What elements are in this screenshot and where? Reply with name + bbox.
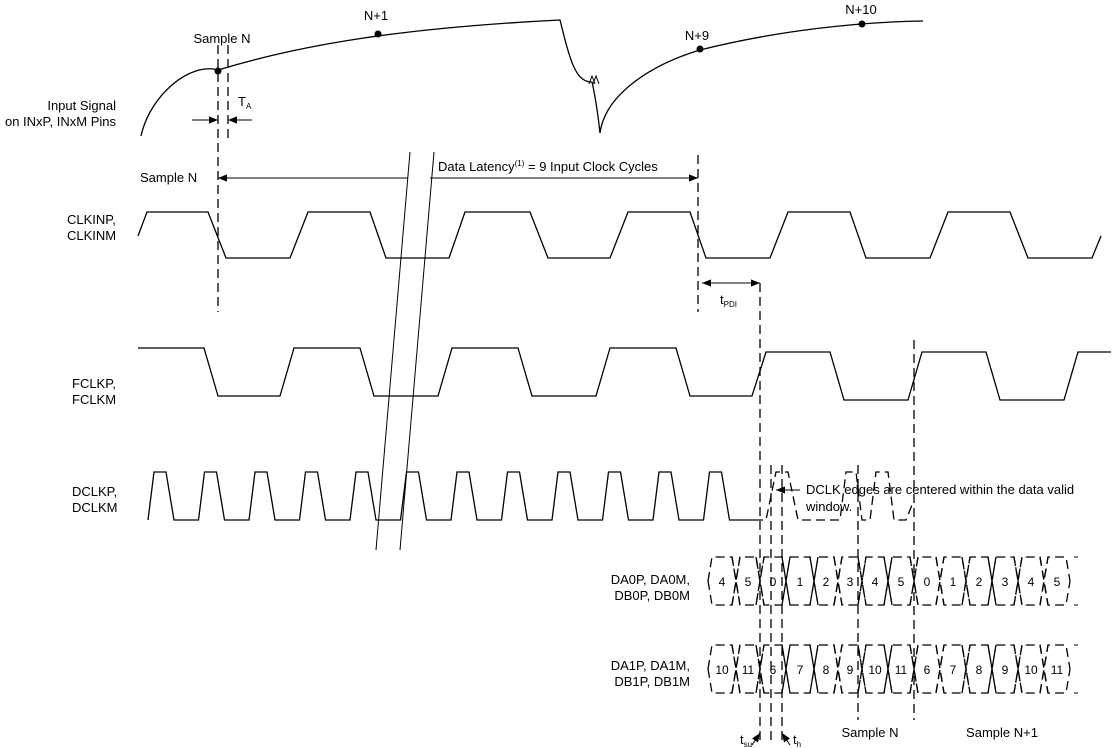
data1-cell: 11 — [895, 663, 908, 677]
data0-cell: 1 — [797, 575, 804, 589]
ta-label: TA — [238, 94, 252, 111]
sample-n10-point — [858, 20, 866, 28]
input-signal-label-2: on INxP, INxM Pins — [5, 114, 117, 129]
n-plus-9-label: N+9 — [685, 28, 709, 43]
data1-cell: 10 — [715, 663, 729, 677]
sample-n9-point — [696, 45, 704, 53]
data1-cell: 11 — [1051, 663, 1064, 677]
latency-label: Data Latency(1) = 9 Input Clock Cycles — [438, 159, 658, 174]
data1-cell: 9 — [847, 663, 854, 677]
dclk-dashed-waveform — [754, 471, 913, 521]
data1-end-cap — [1074, 644, 1078, 694]
sample-n-top-label: Sample N — [193, 31, 250, 46]
data1-cell: 11 — [742, 663, 755, 677]
data0-end-cap — [1074, 556, 1078, 606]
n-plus-1-label: N+1 — [364, 8, 388, 23]
clkin-label-2: CLKINM — [67, 228, 116, 243]
data0-label-1: DA0P, DA0M, — [611, 572, 690, 587]
data0-cell: 4 — [872, 575, 879, 589]
clkin-label-1: CLKINP, — [67, 212, 116, 227]
dclk-label-1: DCLKP, — [72, 484, 117, 499]
dclk-label-2: DCLKM — [72, 500, 118, 515]
data0-cell: 4 — [1028, 575, 1035, 589]
data0-cell: 1 — [950, 575, 957, 589]
data1-bus: 10 11 6 7 8 9 10 11 6 7 8 9 10 11 — [707, 644, 1078, 694]
tpdi-label: tPDI — [720, 292, 737, 309]
data0-label-2: DB0P, DB0M — [614, 588, 690, 603]
fclk-label-1: FCLKP, — [72, 376, 116, 391]
data0-cell: 5 — [1054, 575, 1061, 589]
data1-cell: 9 — [1002, 663, 1009, 677]
data1-cell: 8 — [823, 663, 830, 677]
data0-cell: 2 — [976, 575, 983, 589]
data0-cell: 0 — [770, 575, 777, 589]
data0-cell: 4 — [719, 575, 726, 589]
data1-cell: 7 — [797, 663, 804, 677]
dclk-waveform — [147, 471, 913, 521]
sample-n1-point — [374, 30, 382, 38]
dclk-solid-waveform — [147, 471, 754, 521]
data0-cell: 5 — [745, 575, 752, 589]
data0-cell: 3 — [1002, 575, 1009, 589]
signal-break-mark — [588, 74, 600, 85]
data1-cell: 8 — [976, 663, 983, 677]
n-plus-10-label: N+10 — [845, 2, 876, 17]
fclk-waveform — [138, 347, 1111, 401]
time-break-line-left — [375, 151, 411, 551]
data0-cell: 0 — [924, 575, 931, 589]
sample-n-bottom-label: Sample N — [841, 725, 898, 740]
sample-n1-bottom-label: Sample N+1 — [966, 725, 1038, 740]
fclk-label-2: FCLKM — [72, 392, 116, 407]
tsu-label: tsu — [740, 732, 752, 748]
th-arrow — [781, 732, 791, 746]
data0-cell: 2 — [823, 575, 830, 589]
data1-label-1: DA1P, DA1M, — [611, 658, 690, 673]
sample-n-latency-label: Sample N — [140, 170, 197, 185]
data1-cell: 6 — [924, 663, 931, 677]
data1-cell: 10 — [1024, 663, 1038, 677]
data0-crossings — [731, 556, 1049, 606]
dclk-note-2: window. — [805, 499, 852, 514]
tsu-arrow — [751, 732, 761, 746]
data0-cell: 5 — [898, 575, 905, 589]
data1-cell: 7 — [950, 663, 957, 677]
data0-cell: 3 — [847, 575, 854, 589]
clkin-waveform — [137, 211, 1102, 259]
input-signal-label-1: Input Signal — [47, 98, 116, 113]
input-signal-curve — [140, 19, 924, 137]
dclk-note-1: DCLK edges are centered within the data … — [806, 482, 1074, 497]
th-label: th — [793, 732, 801, 748]
data1-cell: 6 — [770, 663, 777, 677]
data1-cell: 10 — [868, 663, 882, 677]
data1-label-2: DB1P, DB1M — [614, 674, 690, 689]
data1-crossings — [731, 644, 1049, 694]
sample-n-point — [214, 67, 222, 75]
data0-bus: 4 5 0 1 2 3 4 5 0 1 2 3 4 5 — [707, 556, 1078, 606]
